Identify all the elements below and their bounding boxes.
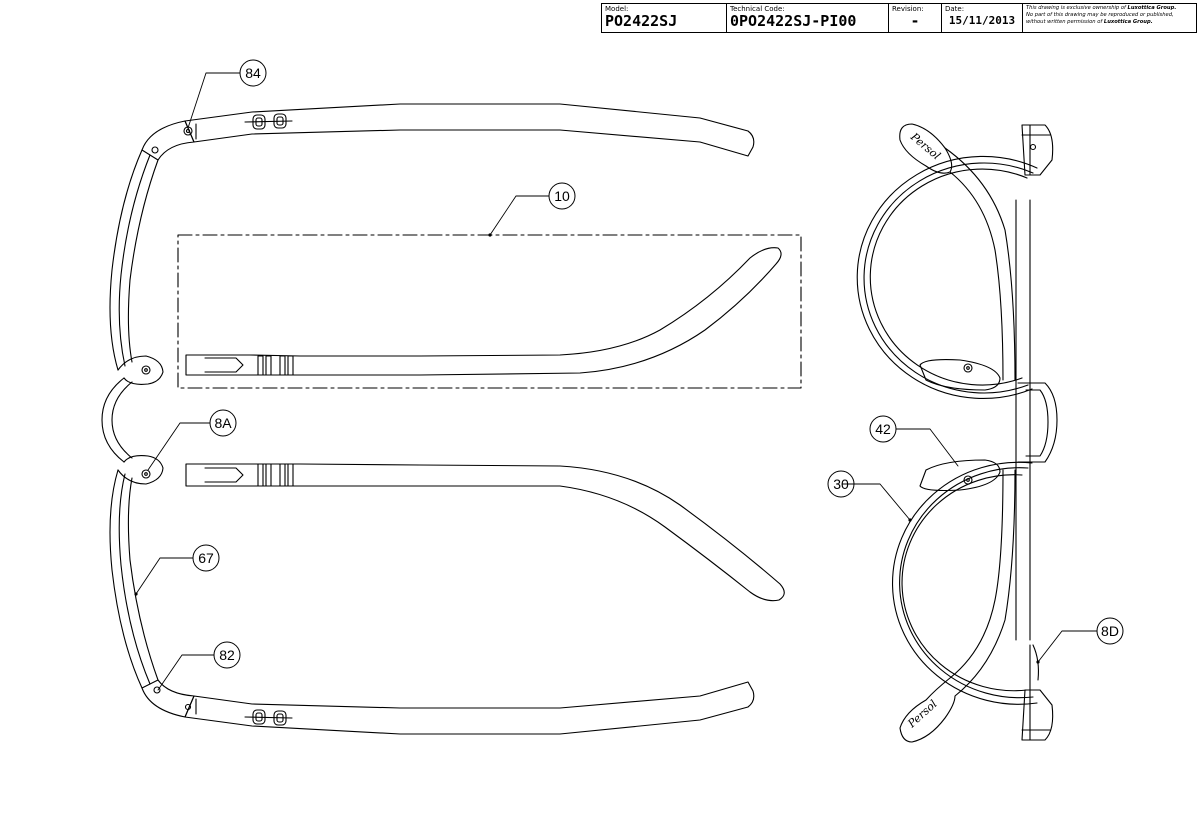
detail-temple-side <box>185 247 782 376</box>
balloon-30 <box>827 470 855 498</box>
lower-lens-front <box>892 461 1038 705</box>
lower-lens-rim <box>109 469 159 689</box>
ownership-line-2: No part of this drawing may be reproduce… <box>1026 12 1174 18</box>
upper-nose-pad <box>117 355 164 385</box>
upper-lens-rim <box>109 149 159 371</box>
balloons <box>192 59 1124 669</box>
balloon-82 <box>213 641 241 669</box>
detail-temple-lower <box>185 463 785 602</box>
balloon-42-label: 42 <box>875 421 891 437</box>
leader-lines <box>135 72 1098 691</box>
balloon-67 <box>192 544 220 572</box>
balloon-42 <box>869 415 897 443</box>
balloon-8d-label: 8D <box>1101 623 1119 639</box>
upper-temple-logo: Persol <box>907 130 943 163</box>
model-cell: Model: PO2422SJ <box>601 3 727 33</box>
upper-lens-front <box>856 155 1038 399</box>
balloon-84-label: 84 <box>245 65 261 81</box>
front-hinge-bottom <box>1021 644 1054 741</box>
lower-nose-pad <box>117 455 164 485</box>
technical-code-label: Technical Code: <box>730 5 785 13</box>
upper-nose-pad-front <box>919 359 1001 391</box>
technical-code-value: 0PO2422SJ-PI00 <box>730 12 857 30</box>
date-label: Date: <box>945 5 965 13</box>
balloon-10 <box>548 182 576 210</box>
upper-temple-tip <box>899 123 1016 381</box>
front-hinge-top <box>1021 124 1054 176</box>
revision-label: Revision: <box>892 5 924 13</box>
balloon-84 <box>239 59 267 87</box>
lower-nose-pad-front <box>919 459 1001 492</box>
date-value: 15/11/2013 <box>948 14 1016 27</box>
balloon-30-label: 30 <box>833 476 849 492</box>
upper-temple <box>184 103 755 157</box>
lower-temple <box>184 681 755 735</box>
ownership-line-1: This drawing is exclusive ownership of L… <box>1026 5 1177 11</box>
balloon-8d <box>1096 617 1124 645</box>
balloon-8a-label: 8A <box>214 415 232 431</box>
ownership-cell: This drawing is exclusive ownership of L… <box>1022 3 1197 33</box>
balloon-67-label: 67 <box>198 550 214 566</box>
balloon-82-label: 82 <box>219 647 235 663</box>
bridge-front <box>1015 199 1058 641</box>
revision-value: - <box>910 12 920 30</box>
leader-dots <box>134 233 1040 664</box>
balloon-8a <box>209 409 237 437</box>
model-value: PO2422SJ <box>605 12 678 30</box>
bridge <box>101 377 133 463</box>
lower-hinge <box>141 679 195 718</box>
model-label: Model: <box>605 5 629 13</box>
title-block: Model: PO2422SJ Technical Code: 0PO2422S… <box>601 3 1197 33</box>
balloon-10-label: 10 <box>554 188 570 204</box>
ownership-line-3: without written permission of Luxottica … <box>1026 19 1153 25</box>
upper-hinge <box>141 120 195 161</box>
lower-temple-tip <box>899 469 1016 743</box>
technical-code-cell: Technical Code: 0PO2422SJ-PI00 <box>726 3 889 33</box>
date-cell: Date: 15/11/2013 <box>941 3 1023 33</box>
revision-cell: Revision: - <box>888 3 942 33</box>
